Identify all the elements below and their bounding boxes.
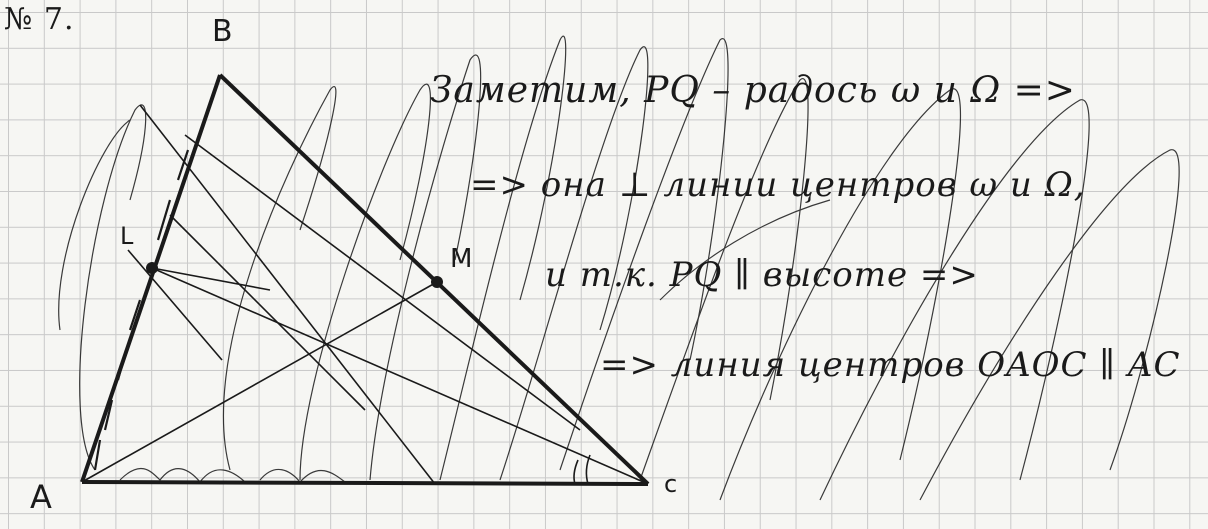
point-l-dot — [146, 262, 158, 274]
vertex-label-a: A — [30, 478, 52, 516]
cevian-c-l — [151, 267, 649, 485]
angle-arc-c2 — [585, 454, 591, 485]
note-line-4: => линия центров OAOC ∥ AC — [600, 345, 1181, 385]
aux-line-1 — [184, 134, 581, 431]
note-line-1: Заметим, PQ – радось ω и Ω => — [430, 70, 1076, 111]
point-m-dot — [431, 276, 443, 288]
point-label-m: M — [450, 244, 473, 274]
cevian-a-m — [81, 281, 438, 483]
aux-line-2 — [127, 249, 223, 361]
segment-l-to-side — [151, 267, 271, 291]
note-line-3: и т.к. PQ ∥ высоте => — [545, 255, 979, 295]
altitude-line — [139, 104, 436, 485]
vertex-label-b: B — [212, 14, 233, 49]
note-line-2: => она ⊥ линии центров ω и Ω, — [470, 165, 1086, 205]
angle-arc-c — [573, 459, 579, 485]
problem-number: № 7. — [4, 2, 75, 37]
vertex-label-c: c — [664, 470, 678, 498]
side-ac — [81, 480, 649, 486]
hatching-ab — [93, 149, 190, 471]
scribble-strokes — [58, 35, 1180, 501]
aux-line-3 — [169, 214, 366, 411]
side-ab — [80, 74, 222, 483]
construction-lines — [81, 104, 649, 485]
marked-points — [146, 262, 443, 288]
point-label-l: L — [120, 222, 134, 250]
